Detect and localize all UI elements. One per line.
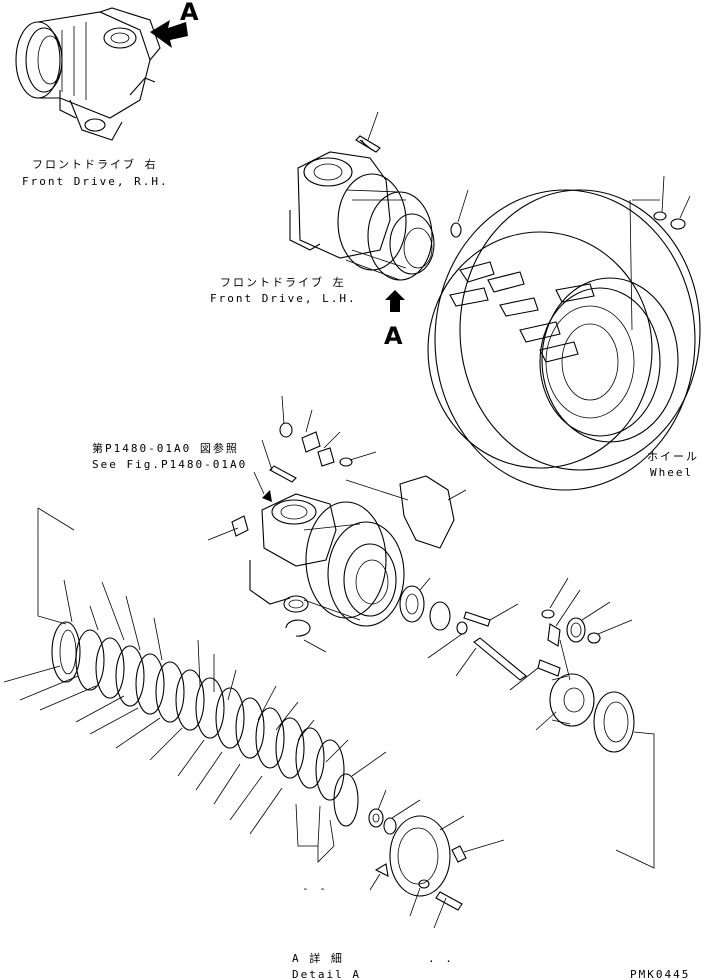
front-drive-lh-jp-label: フロントドライブ 左 (220, 275, 346, 289)
front-drive-rh-en-label: Front Drive, R.H. (22, 175, 169, 188)
see-fig-arrow (262, 490, 272, 502)
planetary-parts-illustration (399, 577, 655, 869)
front-drive-rh-illustration (15, 7, 188, 141)
dot-mark: . . (428, 952, 454, 965)
tread-pattern (449, 261, 595, 363)
see-fig-en-label: See Fig.P1480-01A0 (92, 458, 247, 471)
front-drive-lh-illustration (289, 111, 469, 312)
detail-a-en-label: Detail A (292, 968, 361, 980)
front-drive-rh-jp-label: フロントドライブ 右 (32, 157, 158, 171)
view-a-arrow-top (150, 20, 188, 48)
view-a-label-mid: A (384, 322, 403, 350)
view-a-label-top: A (180, 0, 199, 26)
disc-stack-illustration (3, 507, 387, 863)
drawing-code: PMK0445 (630, 968, 690, 980)
wheel-jp-label: ホイール (647, 450, 699, 463)
bolt-part (355, 111, 381, 153)
front-drive-lh-en-label: Front Drive, L.H. (210, 292, 357, 305)
see-fig-jp-label: 第P1480-01A0 図参照 (92, 441, 239, 455)
dash-mark: - - (302, 882, 328, 895)
wheel-illustration (427, 175, 701, 491)
detail-a-jp-label: A 詳 細 (292, 951, 344, 965)
end-cover-illustration (368, 789, 505, 929)
detail-housing-illustration (207, 395, 467, 653)
wheel-en-label: Wheel (650, 466, 693, 479)
view-a-arrow-mid (385, 290, 405, 312)
